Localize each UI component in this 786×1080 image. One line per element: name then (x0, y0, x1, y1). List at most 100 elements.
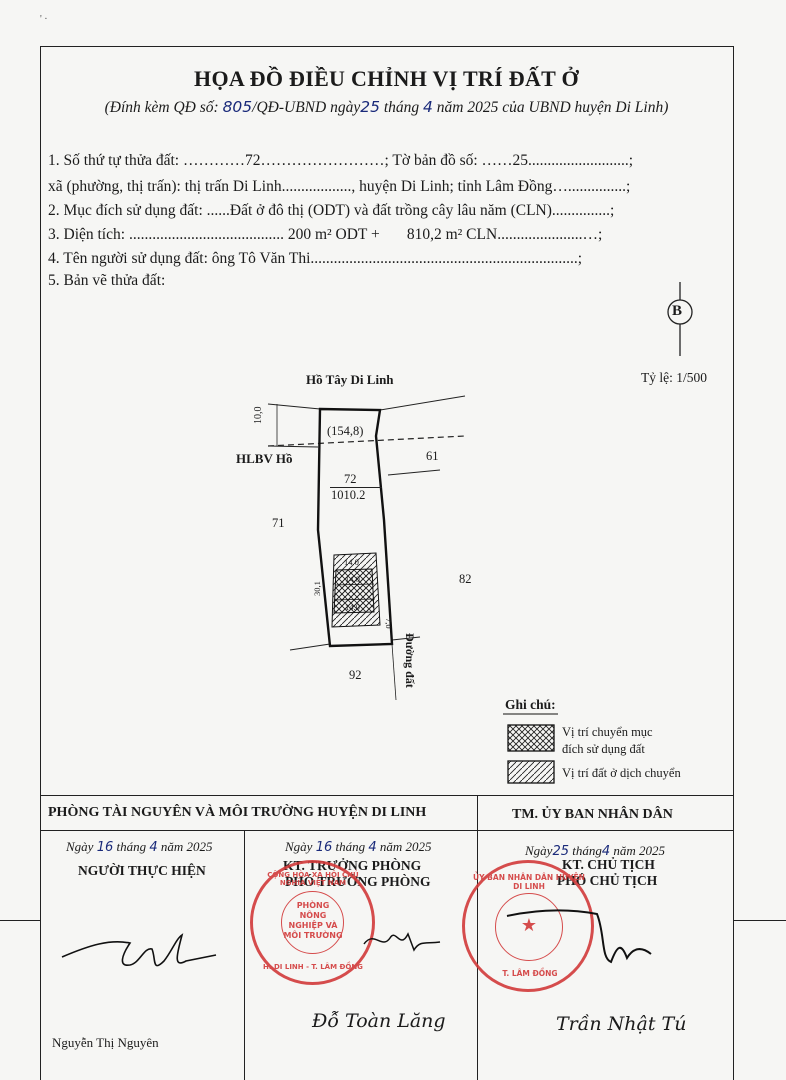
table-top-rule (40, 795, 733, 796)
col3-role-line2: PHÓ CHỦ TỊCH (557, 873, 658, 888)
col3-date-b: tháng (572, 843, 602, 858)
purpose-value: Đất ở đô thị (ODT) và đất trồng cây lâu … (229, 202, 552, 219)
scan-artifact: ' · (40, 14, 48, 25)
subtitle-mid2: tháng (383, 99, 420, 116)
area-cln: 810,2 m² CLN (406, 226, 498, 243)
north-label: B (672, 303, 683, 319)
col2-date: Ngày 16 tháng 4 năm 2025 (285, 839, 432, 855)
col3-role-line1: KT. CHỦ TỊCH (562, 857, 655, 872)
parcel-label-divider (330, 487, 382, 488)
map-scale: Tỷ lệ: 1/500 (641, 370, 707, 385)
col3-month: 4 (601, 844, 611, 859)
map-label-parcel-61: 61 (426, 449, 439, 463)
subtitle-suffix: năm 2025 của UBND huyện Di Linh) (436, 99, 669, 116)
col2-date-a: Ngày (285, 839, 313, 854)
parcel-label: 1. Số thứ tự thửa đất: (48, 152, 180, 169)
parcel-72-outline (316, 407, 394, 648)
sheet-number: 25 (512, 152, 529, 169)
frame-top-border (40, 46, 733, 47)
col3-date-a: Ngày (525, 843, 553, 858)
decision-number: 805 (222, 98, 253, 116)
shore-line-right (379, 395, 466, 411)
col1-date-a: Ngày (66, 839, 94, 854)
commune-value: thị trấn Di Linh (184, 178, 282, 195)
map-label-road: Đường đất (403, 633, 417, 688)
subtitle-mid1: /QĐ-UBND ngày (252, 99, 361, 116)
col3-date-c: năm 2025 (613, 843, 666, 858)
parcel-number: 72 (245, 152, 261, 169)
table-header-rule (40, 830, 733, 831)
info-line-parcel: 1. Số thứ tự thửa đất: …………72……………………; T… (48, 152, 634, 169)
map-label-parcel-72: 72 (344, 472, 357, 486)
col3-signer-name: Trần Nhật Tú (556, 1013, 687, 1035)
stamp-department: CỘNG HÒA XÃ HỘI CHỦ NGHĨA VIỆT NAM PHÒNG… (250, 860, 375, 985)
col1-signer-name: Nguyễn Thị Nguyên (52, 1035, 159, 1050)
col2-date-c: năm 2025 (379, 839, 432, 854)
margin-line-right (733, 920, 786, 921)
map-dim-10: 10,0 (253, 406, 264, 425)
stamp2-star-icon: ★ (520, 915, 538, 936)
district-value: , huyện Di Linh; tỉnh Lâm Đồng (351, 178, 553, 195)
frame-right-border (733, 46, 734, 1080)
corridor-dashed-line (267, 435, 466, 447)
info-line-owner: 4. Tên người sử dụng đất: ông Tô Văn Thi… (48, 250, 583, 267)
col1-month: 4 (149, 840, 158, 855)
stamp1-center-text: PHÒNG NÔNG NGHIỆP VÀ MÔI TRƯỜNG (283, 901, 343, 940)
margin-line-left (0, 920, 40, 921)
info-line-purpose: 2. Mục đích sử dụng đất: ......Đất ở đô … (48, 202, 615, 219)
legend-item-converted-line1: Vị trí chuyển mục (562, 725, 653, 739)
dept-right-header: TM. ỦY BAN NHÂN DÂN (512, 807, 673, 822)
col3-date: Ngày25 tháng4 năm 2025 (525, 843, 665, 859)
col2-month: 4 (368, 840, 377, 855)
legend-diagonal-swatch (507, 760, 555, 784)
col3-day: 25 (552, 844, 569, 859)
col2-day: 16 (315, 840, 333, 855)
col1-role: NGƯỜI THỰC HIỆN (78, 863, 206, 878)
map-label-parcel-71: 71 (272, 516, 285, 530)
map-dim-14-a: 14.0 (344, 557, 359, 567)
map-dim-14-c: 14.0 (345, 602, 360, 612)
decision-month: 4 (423, 98, 433, 116)
map-label-parcel-92: 92 (349, 668, 362, 682)
info-line-drawing: 5. Bản vẽ thửa đất: (48, 272, 166, 289)
map-label-area-154: (154,8) (327, 424, 364, 438)
map-label-parcel-area: 1010.2 (331, 488, 366, 502)
map-label-lake: Hồ Tây Di Linh (306, 372, 394, 387)
owner-value: ông Tô Văn Thi (211, 250, 311, 267)
boundary-71-top (267, 445, 319, 448)
map-dim-14-b: 14.0 (345, 574, 360, 584)
legend-item-converted-line2: đích sử dụng đất (562, 742, 645, 756)
legend-item-converted: Vị trí chuyển mục đích sử dụng đất (562, 724, 653, 758)
map-dim-7: 7,0 (384, 618, 394, 629)
col1-signature (61, 933, 217, 967)
table-divider-left (244, 830, 245, 1080)
stamp2-bottom-text: T. LÂM ĐỒNG (502, 969, 558, 978)
stamp-committee: ỦY BAN NHÂN DÂN HUYỆN DI LINH ★ T. LÂM Đ… (462, 860, 594, 992)
legend-crosshatch-swatch (507, 724, 555, 752)
legend-item-relocated: Vị trí đất ở dịch chuyển (562, 766, 681, 780)
boundary-61-bottom (387, 469, 441, 476)
col1-date-b: tháng (116, 839, 147, 854)
col1-date-c: năm 2025 (160, 839, 213, 854)
info-line-area: 3. Diện tích: ..........................… (48, 226, 603, 243)
subtitle-prefix: (Đính kèm QĐ số: (104, 99, 219, 116)
dept-left-header: PHÒNG TÀI NGUYÊN VÀ MÔI TRƯỜNG HUYỆN DI … (48, 805, 427, 820)
north-arrow (667, 282, 693, 356)
col1-day: 16 (96, 840, 114, 855)
stamp1-top-text: CỘNG HÒA XÃ HỘI CHỦ NGHĨA VIỆT NAM (267, 871, 359, 887)
boundary-92-left (289, 643, 331, 651)
purpose-label: 2. Mục đích sử dụng đất: (48, 202, 203, 219)
converted-purpose-area (333, 568, 375, 614)
map-dim-30-1: 30,1 (312, 581, 322, 596)
map-label-corridor: HLBV Hồ (236, 451, 293, 466)
stamp1-bottom-text: H. DI LINH - T. LÂM ĐỒNG (263, 963, 363, 971)
shore-line-left (267, 403, 321, 410)
col1-date: Ngày 16 tháng 4 năm 2025 (66, 839, 213, 855)
map-label-parcel-82: 82 (459, 572, 472, 586)
col2-signature-mark (363, 932, 441, 952)
commune-label: xã (phường, thị trấn): (48, 178, 181, 195)
sheet-label: ; Tờ bản đồ số: (384, 152, 478, 169)
area-label: 3. Diện tích: (48, 226, 126, 243)
col3-signature (506, 909, 652, 964)
